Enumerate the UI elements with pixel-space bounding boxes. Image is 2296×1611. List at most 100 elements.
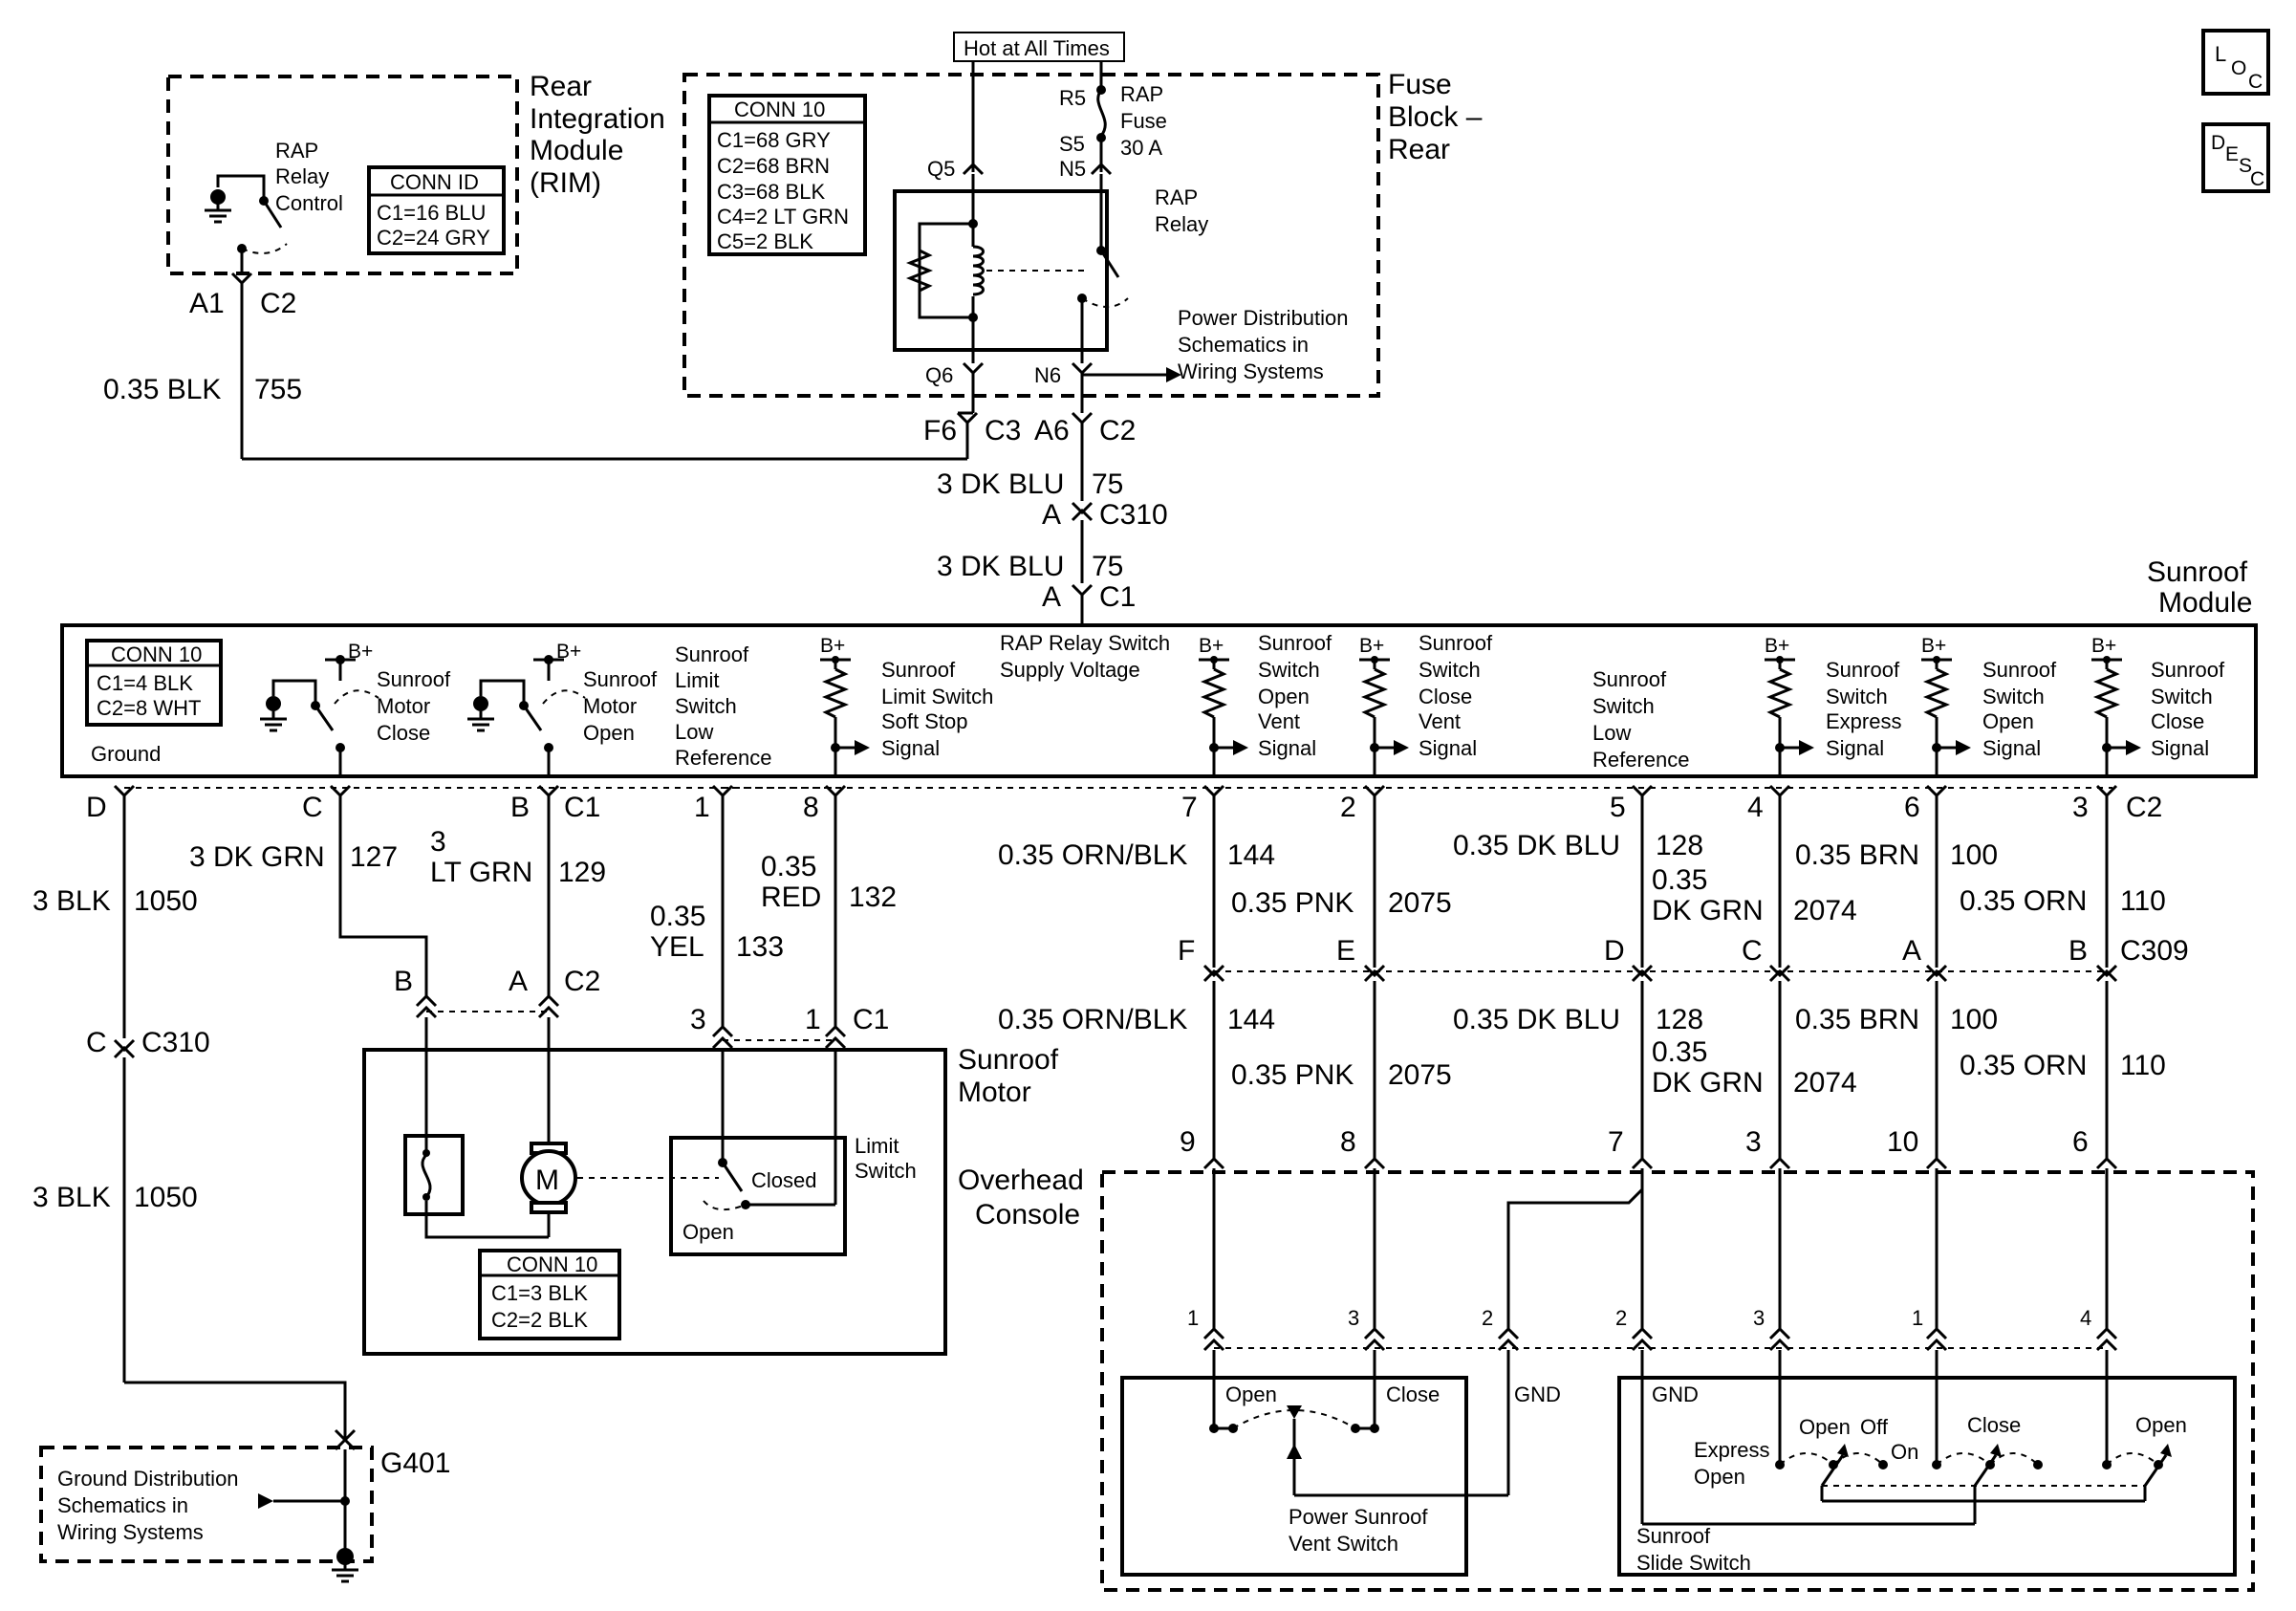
- ground-wire-1050: 3 BLK 1050 C C310 3 BLK 1050: [32, 795, 347, 1438]
- desc-icon[interactable]: D E S C: [2201, 122, 2270, 193]
- svg-text:8: 8: [803, 792, 819, 823]
- svg-text:Vent Switch: Vent Switch: [1289, 1532, 1398, 1556]
- svg-text:M: M: [535, 1165, 559, 1196]
- svg-text:Vent: Vent: [1419, 709, 1461, 733]
- svg-text:A1: A1: [189, 288, 225, 319]
- svg-text:Sunroof: Sunroof: [2151, 658, 2225, 682]
- svg-text:1: 1: [1187, 1306, 1199, 1330]
- svg-text:F: F: [1178, 935, 1195, 967]
- svg-text:RAP Relay Switch: RAP Relay Switch: [1000, 631, 1170, 655]
- svg-text:C1: C1: [853, 1004, 889, 1035]
- svg-text:100: 100: [1950, 839, 1998, 871]
- svg-text:1050: 1050: [134, 1182, 198, 1213]
- svg-text:Motor: Motor: [377, 694, 430, 718]
- svg-text:Switch: Switch: [855, 1159, 917, 1183]
- svg-text:Express: Express: [1694, 1438, 1769, 1462]
- svg-text:Relay: Relay: [275, 164, 329, 188]
- console-wires: 0.35 ORN/BLK 144 0.35 PNK 2075 0.35 DK B…: [998, 981, 2166, 1159]
- svg-text:0.35 PNK: 0.35 PNK: [1231, 887, 1354, 919]
- svg-text:0.35: 0.35: [650, 901, 705, 932]
- svg-text:E: E: [1336, 935, 1355, 967]
- svg-text:Fuse: Fuse: [1120, 109, 1167, 133]
- svg-text:5: 5: [1610, 792, 1626, 823]
- svg-text:Signal: Signal: [1982, 736, 2041, 760]
- svg-text:Sunroof: Sunroof: [881, 658, 956, 682]
- svg-text:Close: Close: [377, 721, 430, 745]
- rim-connector-a1: A1 C2 0.35 BLK 755: [103, 272, 302, 459]
- svg-text:Sunroof: Sunroof: [1592, 667, 1667, 691]
- sunroof-module: Sunroof Module CONN 10 C1=4 BLK C2=8 WHT…: [60, 556, 2258, 778]
- svg-text:S5: S5: [1059, 132, 1085, 156]
- fuse-block-rear: Fuse Block – Rear CONN 10 C1=68 GRY C2=6…: [682, 61, 1483, 413]
- svg-text:Sunroof: Sunroof: [2147, 556, 2248, 588]
- svg-text:Reference: Reference: [1592, 748, 1690, 772]
- svg-text:N5: N5: [1059, 157, 1086, 181]
- svg-text:Sunroof: Sunroof: [1419, 631, 1493, 655]
- ground-icon: [332, 1548, 358, 1583]
- svg-text:Close: Close: [2151, 709, 2204, 733]
- svg-text:Sunroof: Sunroof: [377, 667, 451, 691]
- svg-text:9: 9: [1180, 1126, 1196, 1158]
- svg-text:C: C: [2250, 168, 2264, 190]
- express-pullup: B+ Sunroof Switch Express Signal: [1765, 635, 1901, 776]
- svg-text:Signal: Signal: [1826, 736, 1884, 760]
- svg-text:2: 2: [1615, 1306, 1627, 1330]
- svg-text:D: D: [86, 792, 107, 823]
- svg-text:Sunroof: Sunroof: [583, 667, 658, 691]
- svg-text:2: 2: [1482, 1306, 1493, 1330]
- svg-text:Module: Module: [2158, 587, 2252, 619]
- svg-text:75: 75: [1092, 468, 1123, 500]
- svg-text:B+: B+: [348, 641, 373, 663]
- svg-text:127: 127: [350, 841, 398, 873]
- svg-text:A: A: [509, 966, 528, 997]
- svg-text:1: 1: [805, 1004, 821, 1035]
- svg-text:0.35: 0.35: [761, 851, 816, 882]
- svg-text:C: C: [1742, 935, 1763, 967]
- svg-text:Control: Control: [275, 191, 343, 215]
- connector-c309: F E D C A B C309: [1178, 935, 2189, 983]
- svg-text:128: 128: [1656, 1004, 1703, 1035]
- vent-switch: Open Close GND Power Sunroof Vent Switch: [1120, 1350, 1561, 1577]
- svg-text:0.35 BRN: 0.35 BRN: [1795, 839, 1919, 871]
- wire-133: 0.35 YEL 133: [650, 795, 784, 1029]
- svg-text:3: 3: [1745, 1126, 1762, 1158]
- svg-text:Rear: Rear: [1388, 134, 1450, 165]
- svg-text:Open: Open: [1799, 1415, 1851, 1439]
- svg-text:DK GRN: DK GRN: [1652, 1067, 1764, 1099]
- svg-text:Fuse: Fuse: [1388, 69, 1452, 100]
- svg-text:2075: 2075: [1388, 1059, 1452, 1091]
- svg-text:C1=68 GRY: C1=68 GRY: [717, 128, 831, 152]
- svg-text:Hot at All Times: Hot at All Times: [964, 36, 1110, 60]
- rear-integration-module: Rear Integration Module (RIM) RAP Relay …: [166, 71, 665, 275]
- svg-text:110: 110: [2120, 885, 2166, 917]
- svg-text:Close: Close: [1386, 1382, 1440, 1406]
- svg-text:Switch: Switch: [1419, 658, 1481, 682]
- wire-755-circuit: 755: [254, 374, 302, 405]
- svg-text:Sunroof: Sunroof: [1982, 658, 2057, 682]
- svg-text:On: On: [1891, 1440, 1918, 1464]
- svg-text:0.35: 0.35: [1652, 864, 1707, 896]
- rim-title-4: (RIM): [530, 167, 601, 199]
- svg-text:Q5: Q5: [927, 157, 955, 181]
- svg-text:0.35 DK BLU: 0.35 DK BLU: [1453, 1004, 1620, 1035]
- ground-icon: [467, 696, 494, 732]
- svg-text:0.35 DK BLU: 0.35 DK BLU: [1453, 830, 1620, 861]
- svg-text:Switch: Switch: [1982, 685, 2045, 708]
- svg-text:Motor: Motor: [583, 694, 637, 718]
- svg-text:3 DK BLU: 3 DK BLU: [937, 551, 1064, 582]
- svg-text:Power Sunroof: Power Sunroof: [1289, 1505, 1428, 1529]
- ground-icon: [205, 189, 231, 224]
- svg-text:Switch: Switch: [1592, 694, 1655, 718]
- loc-icon[interactable]: L O C: [2201, 29, 2270, 96]
- overhead-console: Overhead Console 9 8 7 3 10 6: [958, 1126, 2255, 1592]
- svg-text:Open: Open: [2135, 1413, 2187, 1437]
- svg-text:L: L: [2215, 42, 2226, 66]
- svg-text:YEL: YEL: [650, 931, 704, 963]
- svg-text:RAP: RAP: [275, 139, 318, 163]
- svg-text:Block –: Block –: [1388, 101, 1483, 133]
- svg-text:B: B: [510, 792, 530, 823]
- soft-stop-pullup: B+ Sunroof Limit Switch Soft Stop Signal: [820, 635, 993, 776]
- svg-text:Switch: Switch: [1258, 658, 1320, 682]
- svg-text:0.35 ORN/BLK: 0.35 ORN/BLK: [998, 1004, 1187, 1035]
- svg-text:R5: R5: [1059, 86, 1086, 110]
